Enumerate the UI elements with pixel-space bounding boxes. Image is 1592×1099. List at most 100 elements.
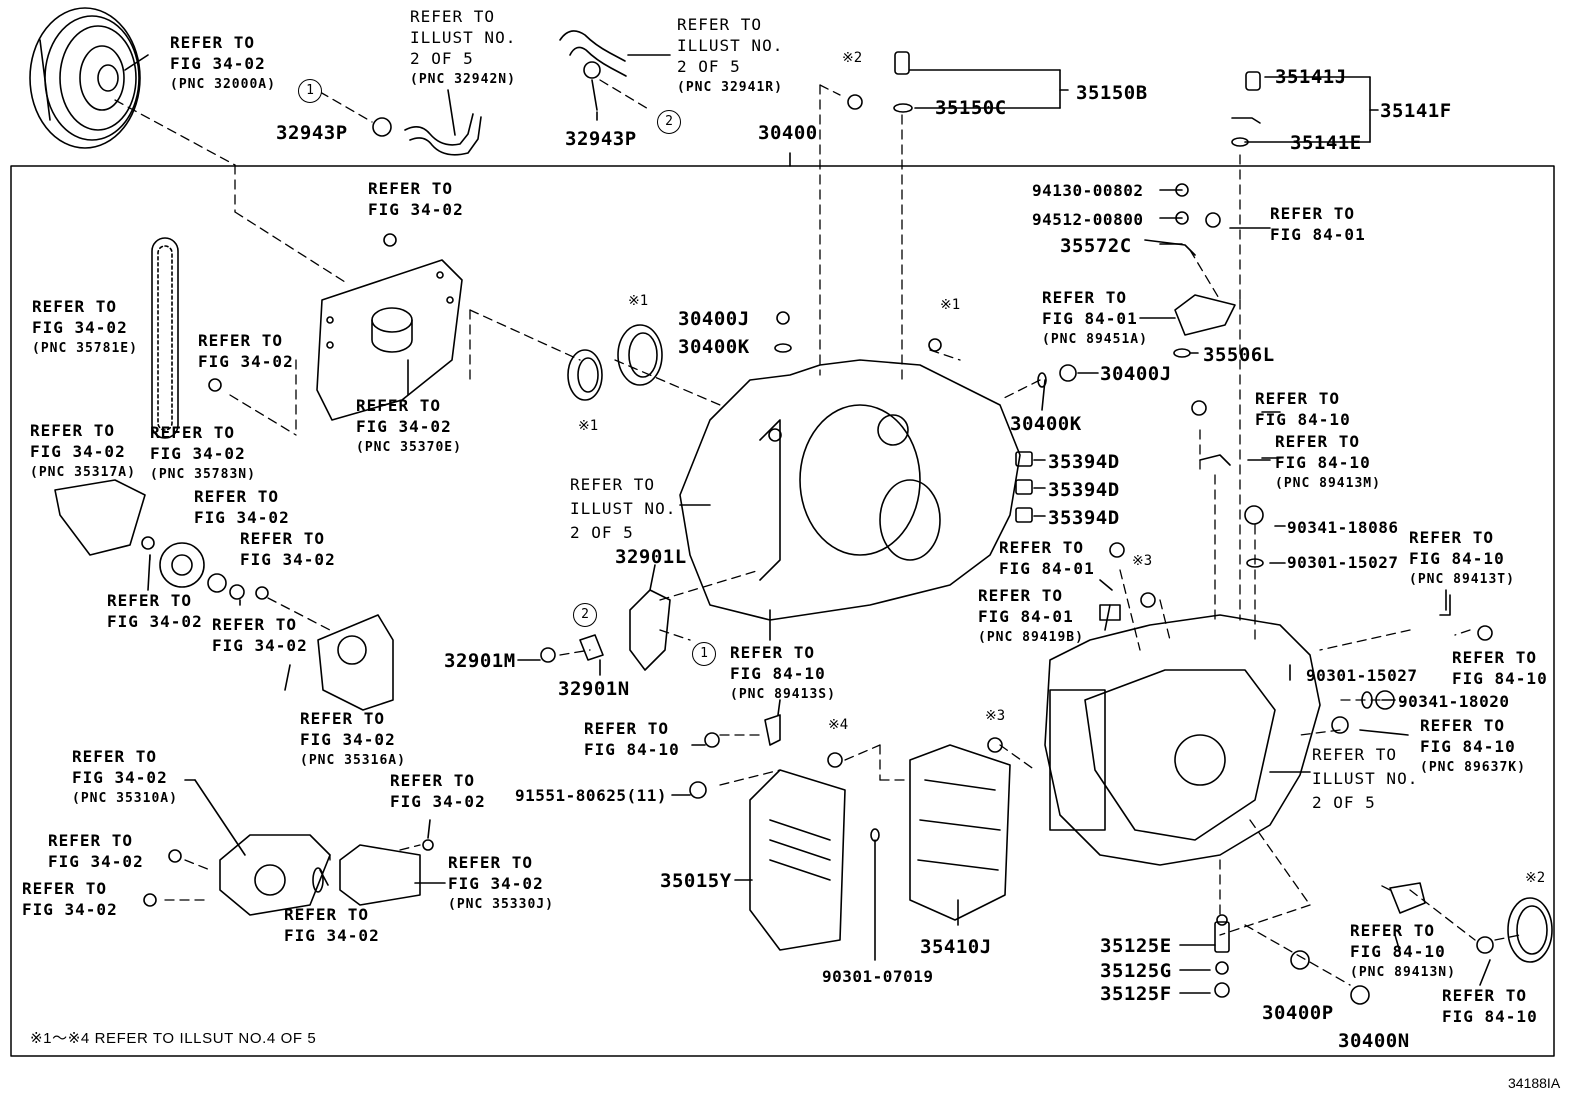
seal-small-b <box>229 584 245 600</box>
oil-cooler-hose-right <box>559 30 627 111</box>
o-ring <box>312 867 324 893</box>
part-number: 30400K <box>1010 413 1082 435</box>
o-ring-07019 <box>870 828 880 842</box>
mark-1: ※1 <box>578 418 599 434</box>
part-number: 32901N <box>558 678 630 700</box>
footnote: ※1～※4 REFER TO ILLSUT NO.4 OF 5 <box>30 1030 317 1047</box>
part-number: 94130-00802 <box>1032 181 1144 200</box>
chain <box>151 237 179 439</box>
torque-converter <box>29 7 141 149</box>
part-number: 35015Y <box>660 870 732 892</box>
part-number: 35125G <box>1100 960 1172 982</box>
part-number: 32943P <box>276 122 348 144</box>
part-number: 90341-18086 <box>1287 518 1399 537</box>
part-number: 32901L <box>615 546 687 568</box>
mark-1: ※1 <box>940 297 961 313</box>
part-number: 35394D <box>1048 507 1120 529</box>
part-number: 94512-00800 <box>1032 210 1144 229</box>
part-number: 35572C <box>1060 235 1132 257</box>
part-number: 90341-18020 <box>1398 692 1510 711</box>
part-number: 35141F <box>1380 100 1452 122</box>
part-number: 91551-80625(11) <box>515 786 667 805</box>
bolts <box>143 51 1553 1005</box>
seal-30400-a <box>617 324 663 386</box>
part-number: 35141J <box>1275 66 1347 88</box>
part-number: 32901M <box>444 650 516 672</box>
mark-1: ※1 <box>628 293 649 309</box>
transmission-case <box>679 359 1021 641</box>
part-number: 30400J <box>678 308 750 330</box>
part-number: 35150B <box>1076 82 1148 104</box>
mark-4: ※4 <box>828 717 849 733</box>
part-number: 35150C <box>935 97 1007 119</box>
oil-cooler-hose-left <box>372 113 482 156</box>
illustration-code: 34188IA <box>1508 1075 1561 1091</box>
mark-3: ※3 <box>985 708 1006 724</box>
transaxle-housing <box>1044 614 1321 866</box>
callout-2: 2 <box>573 603 597 627</box>
chain-guide <box>54 479 146 556</box>
part-number: 35410J <box>920 936 992 958</box>
part-number: 35506L <box>1203 344 1275 366</box>
seal-30400-b <box>567 349 603 401</box>
callout-2: 2 <box>657 110 681 134</box>
part-number: 90301-15027 <box>1287 553 1399 572</box>
part-number: 90301-15027 <box>1306 666 1418 685</box>
control-module <box>749 769 846 951</box>
mark-2: ※2 <box>1525 870 1546 886</box>
mark-3: ※3 <box>1132 553 1153 569</box>
callout-1: 1 <box>692 642 716 666</box>
part-number: 30400J <box>1100 363 1172 385</box>
oil-strainer <box>339 844 421 906</box>
part-number: 32943P <box>565 128 637 150</box>
part-number: 35394D <box>1048 479 1120 501</box>
valve-body <box>909 744 1011 921</box>
side-cover <box>317 614 394 711</box>
sprocket <box>159 542 205 588</box>
assembly-frame <box>10 165 1555 1057</box>
oil-pump-cover <box>316 259 463 421</box>
mark-2: ※2 <box>842 50 863 66</box>
seal-small-a <box>207 573 227 593</box>
part-number: 30400N <box>1338 1030 1410 1052</box>
snap-ring <box>141 536 155 550</box>
oil-pump-body <box>219 834 331 916</box>
part-number: 35125E <box>1100 935 1172 957</box>
part-number: 90301-07019 <box>822 967 934 986</box>
part-number: 30400P <box>1262 1002 1334 1024</box>
